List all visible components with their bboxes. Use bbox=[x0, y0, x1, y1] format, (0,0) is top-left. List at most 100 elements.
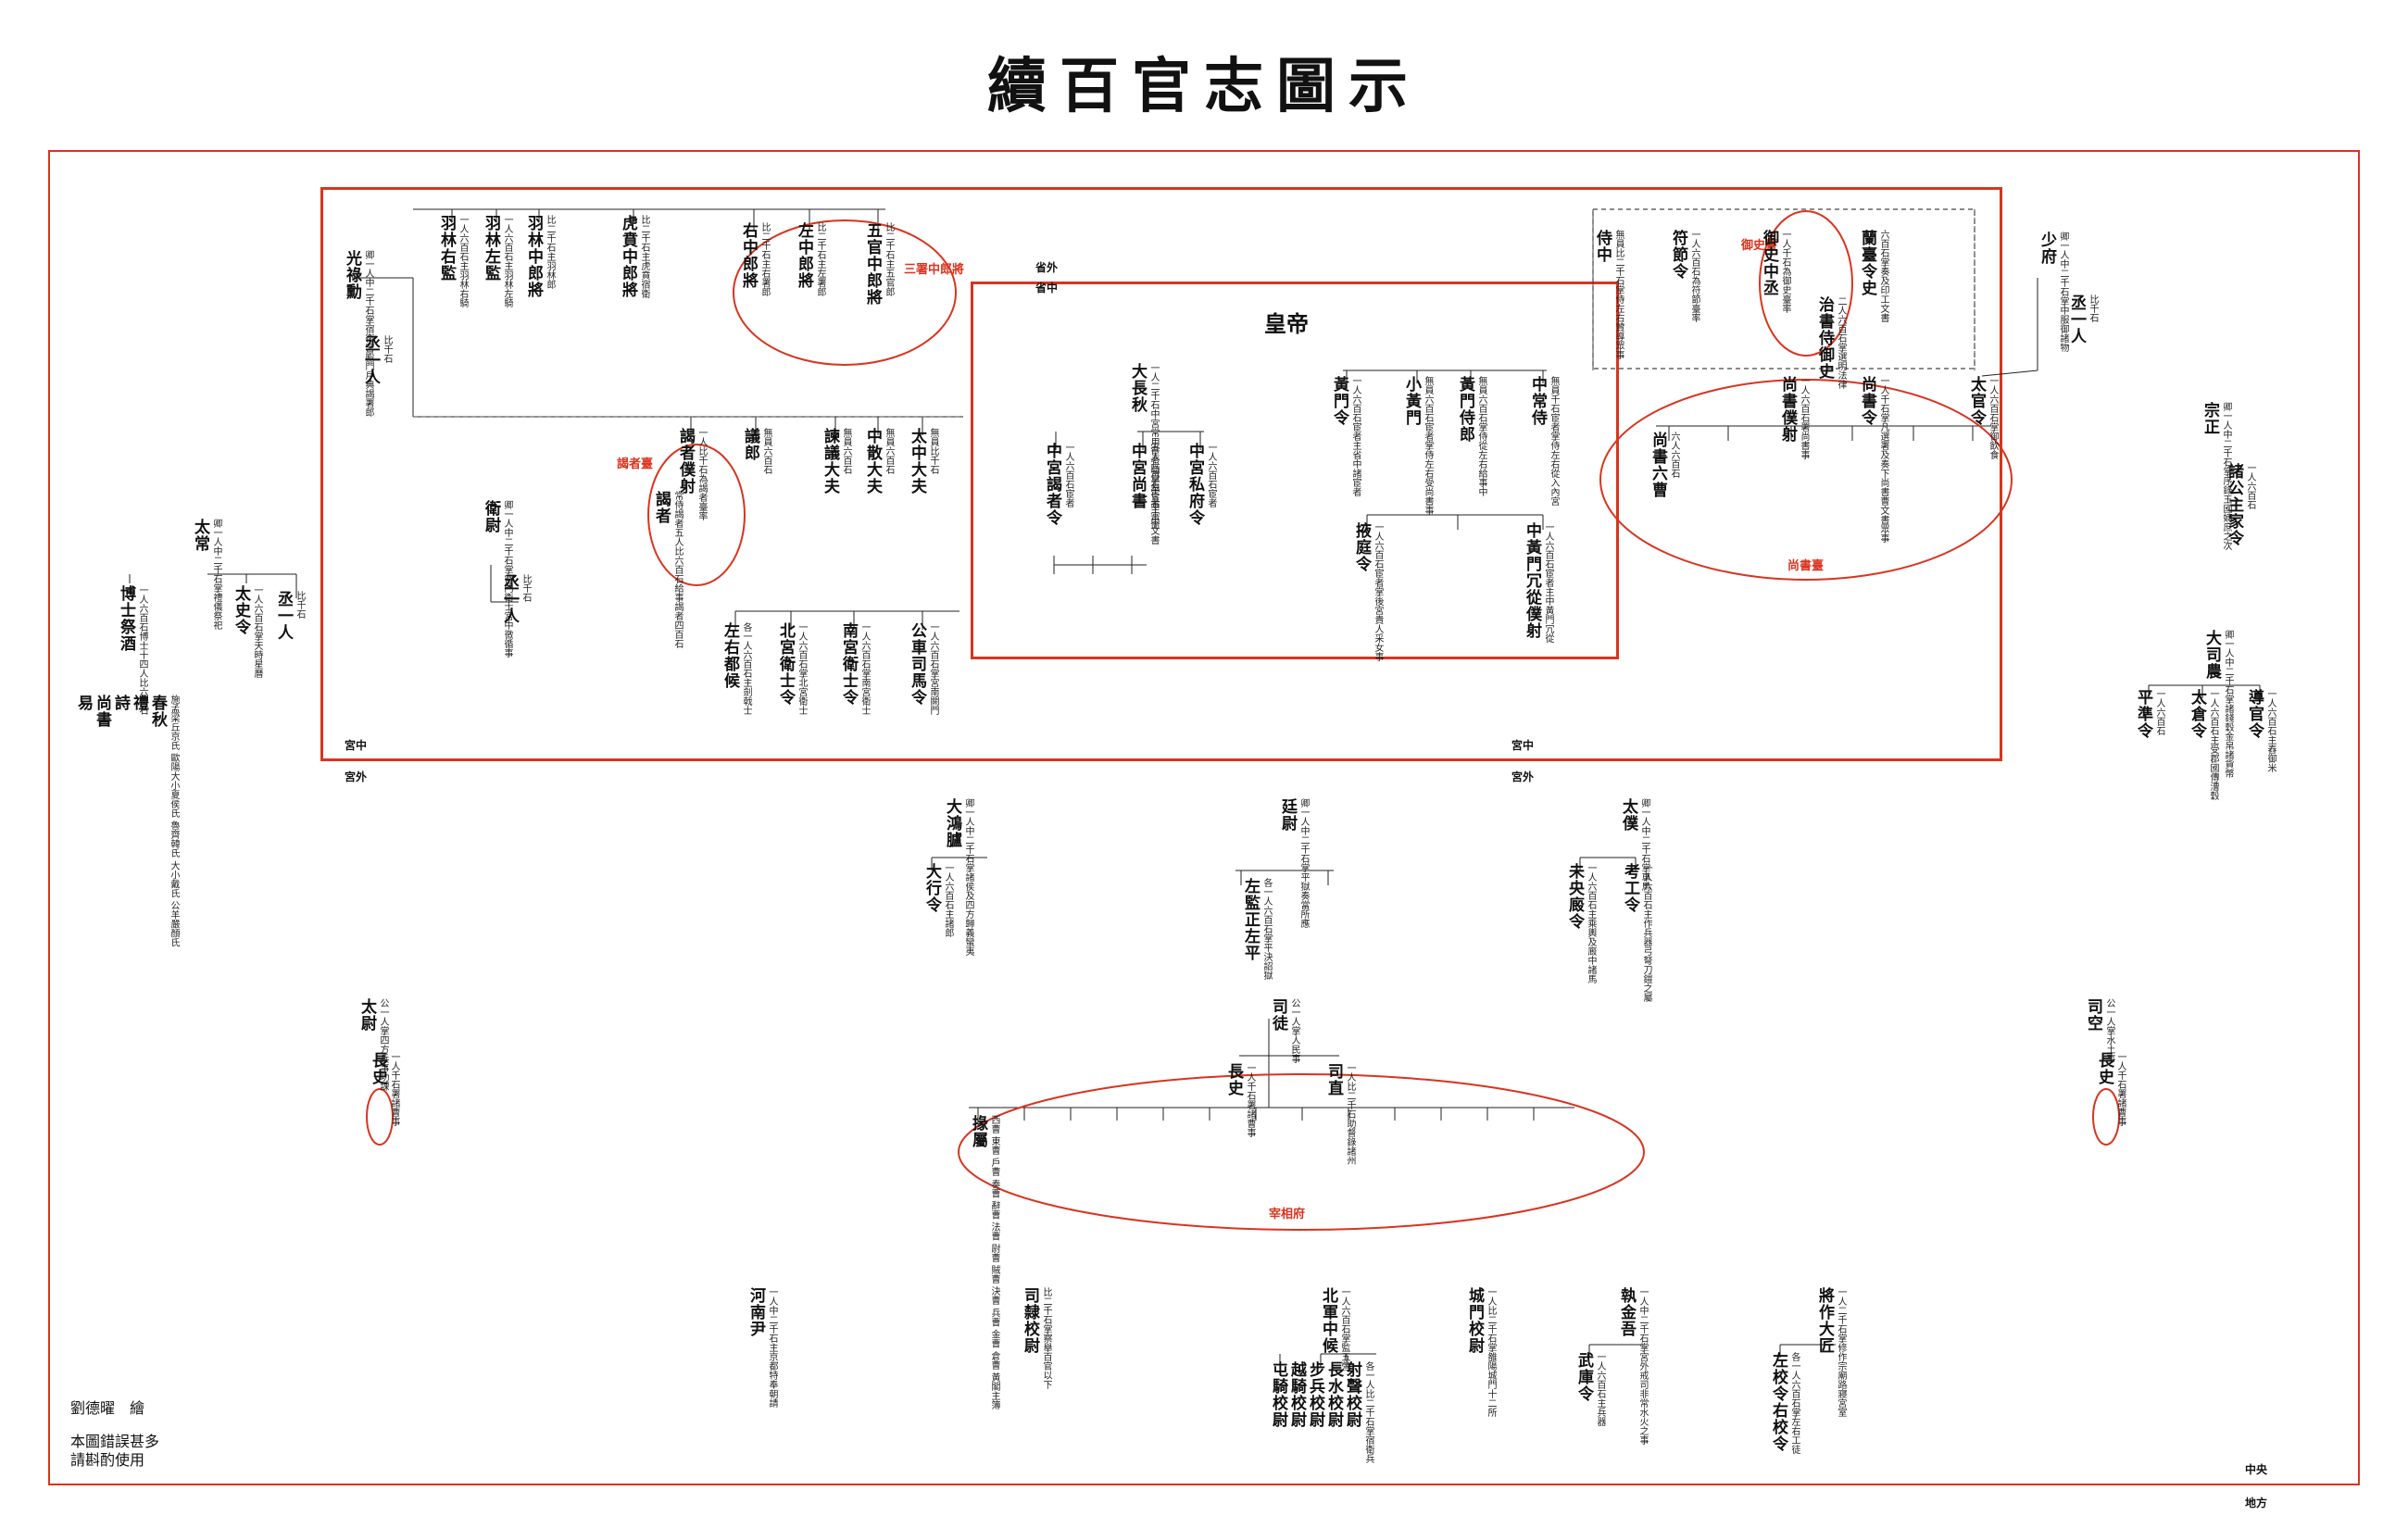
node-desc: 一人六百石宦者主中黃門冗從 bbox=[1543, 522, 1553, 643]
label-sheng-zhong: 省中 bbox=[1035, 282, 1059, 294]
node-name: 長史 bbox=[2095, 1052, 2113, 1085]
node-name: 尚書六曹 bbox=[1649, 432, 1667, 498]
node-name: 少府 bbox=[2038, 232, 2056, 265]
node-name: 司隸校尉 bbox=[1021, 1287, 1039, 1354]
node-desc: 六百石掌奏及印工文書 bbox=[1878, 230, 1888, 322]
node-desc: 卿一人中二千石掌宿衛宮殿門戶典謁署郎 bbox=[363, 250, 373, 417]
node-desc: 卿一人中二千石掌平獄奏當所應 bbox=[1298, 798, 1309, 928]
node-chengmen: 城門校尉一人比二千石掌雒陽城門十二所 bbox=[1465, 1287, 1496, 1417]
node-desc: 各一人六百石掌平決詔獄 bbox=[1261, 878, 1272, 980]
node-yezhe: 謁者僕射一人比千石為謁者臺率 bbox=[676, 428, 707, 520]
node-item: 尚書 bbox=[93, 695, 111, 728]
node-name: 武庫令 bbox=[1574, 1352, 1593, 1402]
node-desc: 一人比千石為謁者臺率 bbox=[696, 428, 707, 520]
node-gongche: 公車司馬令一人六百石掌宮南闕門 bbox=[908, 622, 938, 715]
node-name: 北宮衛士令 bbox=[776, 622, 795, 706]
node-desc: 卿一人中二千石掌諸錢穀金帛諸貨幣 bbox=[2223, 630, 2233, 778]
node-desc: 比二千石主左署郎 bbox=[815, 222, 825, 296]
node-name: 掖庭令 bbox=[1352, 522, 1371, 572]
node-guanglu-cheng: 丞一人比千石 bbox=[361, 335, 392, 385]
label-gong-zhong-center: 宮中 bbox=[1511, 739, 1535, 752]
node-desc: 公一人掌四方兵事功課 bbox=[378, 998, 388, 1091]
node-name: 平準令 bbox=[2134, 689, 2152, 739]
node-desc: 一人六百石主羽林左騎 bbox=[502, 215, 512, 307]
node-desc: 一人中二千石掌宮外戒司非常水火之事 bbox=[1637, 1287, 1648, 1445]
node-yulin-left: 羽林左監一人六百石主羽林左騎 bbox=[482, 215, 512, 307]
node-zhongchang: 中常侍無員千石宦者掌侍左右從入內宮 bbox=[1528, 376, 1559, 506]
node-situ-zhangshi: 長史一人千石署諸曹事 bbox=[1224, 1063, 1255, 1137]
node-zuo-zhonglang: 左中郎將比二千石主左署郎 bbox=[795, 222, 825, 296]
node-daxing: 大行令一人六百石主諸郎 bbox=[922, 863, 953, 937]
node-zhijinwu: 執金吾一人中二千石掌宮外戒司非常水火之事 bbox=[1617, 1287, 1648, 1445]
node-name: 丞一人 bbox=[361, 335, 380, 385]
node-desc: 比千石 bbox=[295, 591, 305, 619]
node-name: 左中郎將 bbox=[795, 222, 813, 289]
node-taiwei: 太尉公一人掌四方兵事功課 bbox=[357, 998, 388, 1091]
credit-note2: 請斟酌使用 bbox=[70, 1451, 145, 1469]
label-gong-wai-center: 宮外 bbox=[1511, 770, 1535, 783]
node-desc: 一人比二千石掌雒陽城門十二所 bbox=[1486, 1287, 1496, 1417]
node-shangshu-ling: 尚書令一人千石掌凡選署及奏下尚書曹文書眾事 bbox=[1858, 376, 1888, 543]
node-desc: 比千石 bbox=[520, 574, 531, 602]
node-name: 司空 bbox=[2084, 998, 2102, 1032]
annotation-shang-shu-tai: 尚書臺 bbox=[1787, 559, 1825, 573]
node-shizhong: 侍中無員比二千石掌侍左右贊導眾事 bbox=[1593, 230, 1624, 359]
node-desc: 比二千石主虎賁宿衛 bbox=[639, 215, 649, 298]
node-name: 太常 bbox=[191, 519, 209, 552]
node-item: 越騎校尉 bbox=[1287, 1361, 1306, 1428]
ellipse-shang-shu-tai bbox=[1599, 379, 2013, 581]
node-desc: 無員六百石掌侍從左右給事中 bbox=[1476, 376, 1486, 496]
node-huben: 虎賁中郎將比二千石主虎賁宿衛 bbox=[619, 215, 649, 298]
node-desc: 無員六百石 bbox=[841, 428, 851, 474]
node-name: 中常侍 bbox=[1528, 376, 1547, 426]
node-desc: 無員千石宦者掌侍左右從入內宮 bbox=[1549, 376, 1559, 506]
node-name: 導官令 bbox=[2245, 689, 2264, 739]
node-desc: 比二千石主五官郎 bbox=[884, 222, 894, 296]
node-name: 丞一人 bbox=[274, 591, 293, 641]
node-name: 北軍中候 bbox=[1319, 1287, 1337, 1354]
node-desc: 卿一人中二千石掌宮門衛士宮中徼循事 bbox=[502, 500, 512, 658]
node-desc: 一人六百石 bbox=[2154, 689, 2164, 735]
node-item: 詩 bbox=[111, 695, 130, 711]
node-shaofu: 少府卿一人中二千石掌中服御諸物 bbox=[2038, 232, 2068, 352]
node-zg-puye: 中宮謁者令一人六百石宦者 bbox=[1043, 443, 1073, 526]
node-name: 小黃門 bbox=[1402, 376, 1421, 426]
node-name: 議郎 bbox=[741, 428, 759, 461]
node-desc: 一人千石署諸曹事 bbox=[389, 1052, 399, 1126]
node-name: 博士祭酒 bbox=[117, 585, 135, 652]
node-weiwei-cheng: 丞一人比千石 bbox=[500, 574, 531, 624]
node-name: 太官令 bbox=[1967, 376, 1986, 426]
node-taipu: 太僕卿一人中二千石掌車馬 bbox=[1619, 798, 1649, 891]
node-taichang-cheng: 丞一人比千石 bbox=[274, 591, 305, 641]
node-name: 司徒 bbox=[1269, 998, 1287, 1032]
node-desc: 比千石 bbox=[2088, 294, 2098, 322]
node-tingwei: 廷尉卿一人中二千石掌平獄奏當所應 bbox=[1278, 798, 1309, 928]
inner-court-boundary bbox=[971, 282, 1619, 659]
node-desc: 比二千石掌察舉百官以下 bbox=[1041, 1287, 1051, 1389]
node-desc: 卿一人中二千石掌序錄王國嫡庶之次 bbox=[2221, 402, 2231, 550]
ellipse-sikong-fu bbox=[2092, 1088, 2120, 1146]
node-zongzheng: 宗正卿一人中二千石掌序錄王國嫡庶之次 bbox=[2201, 402, 2231, 550]
node-xiao-huangmen: 小黃門無員六百石宦者掌侍左右受尚書事 bbox=[1402, 376, 1433, 515]
node-zhugong: 諸公主家令一人六百石 bbox=[2225, 463, 2255, 546]
node-taiwei-zhangshi: 長史一人千石署諸曹事 bbox=[369, 1052, 399, 1126]
node-zuoyou: 左右都候各一人六百石主劍戟士 bbox=[721, 622, 751, 715]
node-nangong: 南宮衛士令一人六百石掌南宮衛士 bbox=[839, 622, 870, 715]
node-desc: 無員比二千石掌侍左右贊導眾事 bbox=[1613, 230, 1624, 359]
node-desc: 一人六百石掌南宮衛士 bbox=[859, 622, 870, 715]
node-desc: 一人六百石主乘輿及廄中諸馬 bbox=[1586, 863, 1596, 983]
node-shangshu-puye: 尚書僕射一人六百石署尚書事 bbox=[1778, 376, 1809, 459]
node-desc: 一人六百石主作兵器弓弩刀鎧之屬 bbox=[1641, 863, 1651, 1002]
label-di-fang: 地方 bbox=[2245, 1497, 2268, 1509]
node-name: 執金吾 bbox=[1617, 1287, 1636, 1337]
node-desc: 一人六百石主兵器 bbox=[1595, 1352, 1605, 1426]
node-situ-zhi: 司直一人比二千石助督錄諸州 bbox=[1324, 1063, 1355, 1165]
node-name: 五官中郎將 bbox=[863, 222, 882, 306]
label-gong-wai-left: 宮外 bbox=[345, 770, 368, 783]
node-jianyi: 諫議大夫無員六百石 bbox=[821, 428, 851, 495]
node-huangmen-shilang: 黃門侍郎無員六百石掌侍從左右給事中 bbox=[1456, 376, 1486, 496]
ellipse-yu-shi-tai bbox=[1759, 210, 1853, 357]
node-desc: 無員比千石 bbox=[928, 428, 938, 474]
node-desc: 一人千石署諸曹事 bbox=[1245, 1063, 1255, 1137]
